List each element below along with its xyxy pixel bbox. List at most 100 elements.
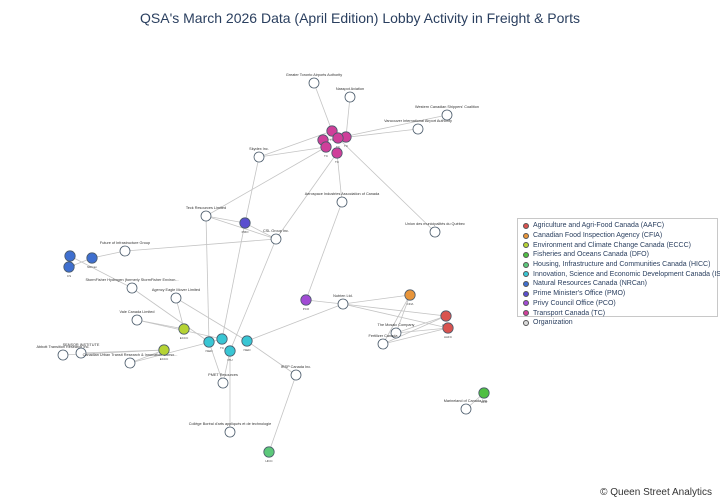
node-eccc1[interactable]: ECCC xyxy=(178,323,190,340)
legend-item[interactable]: Fisheries and Oceans Canada (DFO) xyxy=(523,250,717,260)
node-circle[interactable] xyxy=(290,369,302,381)
node-circle[interactable] xyxy=(158,344,170,356)
node-umq[interactable]: Union des municipalités du Québec xyxy=(405,222,465,238)
legend-item[interactable]: Transport Canada (TC) xyxy=(523,308,717,318)
node-aeml[interactable]: Agency Eagle Mover Limited xyxy=(152,288,200,304)
node-pmet[interactable]: PMET Resources xyxy=(208,373,238,389)
node-circle[interactable] xyxy=(336,196,348,208)
node-vcl[interactable]: Vale Canada Limited xyxy=(120,310,155,326)
legend-item[interactable]: Natural Resources Canada (NRCan) xyxy=(523,279,717,289)
node-atrc[interactable]: Abbott Transition Research Inc. xyxy=(37,345,90,361)
node-ised3[interactable]: PIU xyxy=(224,345,236,362)
node-circle[interactable] xyxy=(170,292,182,304)
node-circle[interactable] xyxy=(478,387,490,399)
node-nut[interactable]: Nutrien Ltd. xyxy=(333,294,353,310)
node-viaa[interactable]: Vancouver International Airport Authorit… xyxy=(384,119,452,135)
node-eccc2[interactable]: ECCC xyxy=(158,344,170,361)
node-foig[interactable]: Future of Infrastructure Group xyxy=(100,241,150,257)
node-circle[interactable] xyxy=(216,333,228,345)
node-nav[interactable]: Nasspot Aviation xyxy=(336,87,364,103)
node-nrcan1[interactable]: NRCan xyxy=(86,252,98,269)
node-mosaic[interactable]: The Mosaic Company xyxy=(378,323,415,339)
node-dfo[interactable]: DFO xyxy=(478,387,490,404)
node-label: Aerospace Industries Association of Cana… xyxy=(305,192,380,196)
node-circle[interactable] xyxy=(253,151,265,163)
node-csl[interactable]: CSL Group Inc. xyxy=(263,229,289,245)
node-aiac[interactable]: Aerospace Industries Association of Cana… xyxy=(305,192,380,208)
node-circle[interactable] xyxy=(203,336,215,348)
node-cbat[interactable]: Collège Boréal d'arts appliqués et de te… xyxy=(189,422,271,438)
node-teck[interactable]: Teck Resources Limited xyxy=(186,206,226,222)
node-cfia[interactable]: CFIA xyxy=(404,289,416,306)
node-circle[interactable] xyxy=(241,335,253,347)
node-circle[interactable] xyxy=(429,226,441,238)
node-circle[interactable] xyxy=(86,252,98,264)
node-shf[interactable]: StormFisher Hydrogen (formerly StormFish… xyxy=(85,278,179,294)
node-circle[interactable] xyxy=(217,377,229,389)
legend-item[interactable]: Housing, Infrastructure and Communities … xyxy=(523,260,717,270)
legend-item[interactable]: Innovation, Science and Economic Develop… xyxy=(523,269,720,279)
node-sri[interactable]: SENSOR INSTITUTE xyxy=(63,343,100,359)
node-circle[interactable] xyxy=(239,217,251,229)
node-circle[interactable] xyxy=(337,298,349,310)
edge-skyfax-tc1 xyxy=(258,130,333,158)
node-circle[interactable] xyxy=(344,91,356,103)
node-pmo[interactable]: PMO xyxy=(239,217,251,234)
node-circle[interactable] xyxy=(300,294,312,306)
node-circle[interactable] xyxy=(200,210,212,222)
node-circle[interactable] xyxy=(63,261,75,273)
legend-item[interactable]: Organization xyxy=(523,318,717,328)
legend-item[interactable]: Canadian Food Inspection Agency (CFIA) xyxy=(523,231,717,241)
node-circle[interactable] xyxy=(124,357,136,369)
node-circle[interactable] xyxy=(460,403,472,415)
node-tc6[interactable]: TC xyxy=(331,147,343,164)
node-irsp[interactable]: IRSP Canada Inc. xyxy=(281,365,311,381)
node-circle[interactable] xyxy=(377,338,389,350)
node-circle[interactable] xyxy=(441,109,453,121)
node-code: TC xyxy=(336,145,341,149)
legend-item[interactable]: Privy Council Office (PCO) xyxy=(523,299,717,309)
node-circle[interactable] xyxy=(119,245,131,257)
node-pco[interactable]: PCO xyxy=(300,294,312,311)
node-label: Collège Boréal d'arts appliqués et de te… xyxy=(189,422,271,426)
node-fert[interactable]: Fertilizer Canada xyxy=(369,334,399,350)
node-circle[interactable] xyxy=(75,347,87,359)
node-gtaa[interactable]: Greater Toronto Airports Authority xyxy=(286,73,342,89)
node-circle[interactable] xyxy=(390,327,402,339)
node-circle[interactable] xyxy=(308,77,320,89)
node-circle[interactable] xyxy=(64,250,76,262)
node-circle[interactable] xyxy=(270,233,282,245)
node-circle[interactable] xyxy=(224,426,236,438)
node-aafc2[interactable]: AAFC xyxy=(442,322,454,339)
node-hicc[interactable]: HICC xyxy=(263,446,275,463)
node-ised4[interactable]: ISED xyxy=(241,335,253,352)
node-skyfax[interactable]: Skydex Inc. xyxy=(249,147,269,163)
node-circle[interactable] xyxy=(331,147,343,159)
legend-item[interactable]: Agriculture and Agri-Food Canada (AAFC) xyxy=(523,221,717,231)
node-tc5[interactable]: TC xyxy=(320,141,332,158)
legend-label: Privy Council Office (PCO) xyxy=(533,299,616,307)
node-circle[interactable] xyxy=(131,314,143,326)
legend-label: Agriculture and Agri-Food Canada (AAFC) xyxy=(533,222,665,230)
node-ised1[interactable]: ISED xyxy=(203,336,215,353)
node-tc3[interactable]: TC xyxy=(332,132,344,149)
node-circle[interactable] xyxy=(442,322,454,334)
node-ised2[interactable]: TC xyxy=(216,333,228,350)
node-circle[interactable] xyxy=(440,310,452,322)
node-wcsc[interactable]: Western Canadian Shippers' Coalition xyxy=(415,105,479,121)
node-mcdn[interactable]: Marineland of Canada Inc. xyxy=(444,399,489,415)
node-circle[interactable] xyxy=(57,349,69,361)
node-circle[interactable] xyxy=(412,123,424,135)
node-circle[interactable] xyxy=(332,132,344,144)
legend-item[interactable]: Prime Minister's Office (PMO) xyxy=(523,289,717,299)
node-circle[interactable] xyxy=(320,141,332,153)
node-nrcan3[interactable]: CS xyxy=(63,261,75,278)
node-circle[interactable] xyxy=(178,323,190,335)
node-circle[interactable] xyxy=(263,446,275,458)
node-circle[interactable] xyxy=(126,282,138,294)
node-circle[interactable] xyxy=(404,289,416,301)
legend-item[interactable]: Environment and Climate Change Canada (E… xyxy=(523,240,717,250)
node-cutr[interactable]: Canadian Urban Transit Research & Innova… xyxy=(83,353,178,369)
node-circle[interactable] xyxy=(224,345,236,357)
